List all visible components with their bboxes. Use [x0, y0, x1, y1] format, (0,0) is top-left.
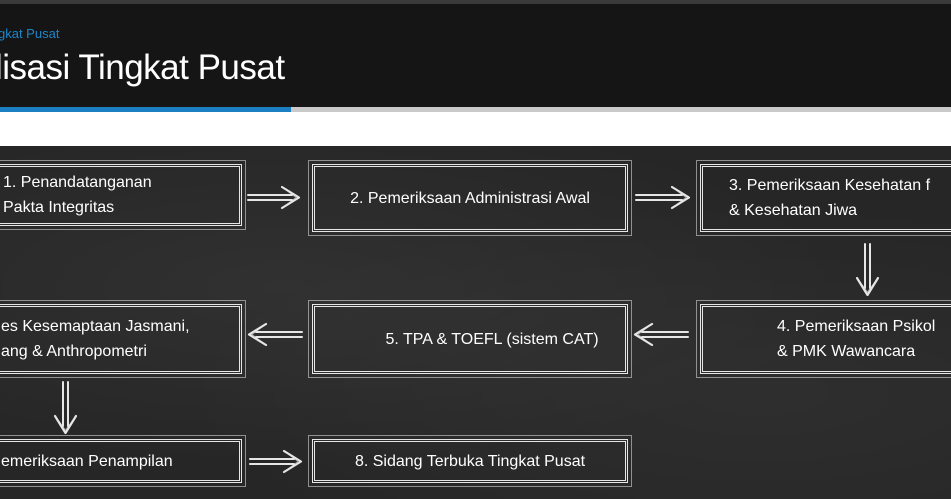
step-1-line-2: Pakta Integritas [3, 199, 115, 216]
arrow-left-icon [632, 321, 690, 349]
arrow-down-icon [854, 242, 882, 298]
page-title: lisasi Tingkat Pusat [0, 48, 285, 87]
step-1-box: 1. Penandatanganan Pakta Integritas [0, 160, 246, 230]
arrow-right-icon [634, 184, 692, 212]
arrow-down-icon [52, 380, 80, 436]
arrow-right-icon [246, 184, 302, 212]
step-2-label: 2. Pemeriksaan Administrasi Awal [350, 189, 590, 207]
arrow-left-icon [246, 321, 304, 349]
step-8-box: 8. Sidang Terbuka Tingkat Pusat [308, 435, 632, 487]
tab-indicator-bar [0, 107, 951, 112]
step-4-line-1: 4. Pemeriksaan Psikol [777, 318, 936, 335]
step-3-box: 3. Pemeriksaan Kesehatan f & Kesehatan J… [696, 160, 951, 236]
step-4-box: 4. Pemeriksaan Psikol & PMK Wawancara [696, 300, 951, 378]
breadcrumb[interactable]: gkat Pusat [0, 26, 60, 41]
step-3-line-2: & Kesehatan Jiwa [729, 202, 858, 219]
step-7-box: emeriksaan Penampilan [0, 435, 246, 487]
step-5-label: 5. TPA & TOEFL (sistem CAT) [385, 330, 599, 348]
step-1-line-1: 1. Penandatanganan [3, 174, 152, 191]
step-3-line-1: 3. Pemeriksaan Kesehatan f [729, 177, 931, 194]
step-2-box: 2. Pemeriksaan Administrasi Awal [308, 160, 632, 236]
page-header: gkat Pusat lisasi Tingkat Pusat [0, 4, 951, 108]
step-4-line-2: & PMK Wawancara [777, 343, 916, 360]
top-border [0, 0, 951, 4]
step-6-box: es Kesemaptaan Jasmani, ang & Anthropome… [0, 300, 246, 378]
step-6-line-1: es Kesemaptaan Jasmani, [1, 318, 190, 335]
arrow-right-icon [248, 448, 304, 476]
step-8-label: 8. Sidang Terbuka Tingkat Pusat [354, 452, 586, 470]
step-7-label: emeriksaan Penampilan [1, 452, 173, 470]
active-tab-indicator [0, 107, 291, 112]
step-5-box: 5. TPA & TOEFL (sistem CAT) [308, 300, 632, 378]
step-6-line-2: ang & Anthropometri [1, 343, 147, 360]
flowchart-board: 1. Penandatanganan Pakta Integritas 2. P… [0, 146, 951, 499]
